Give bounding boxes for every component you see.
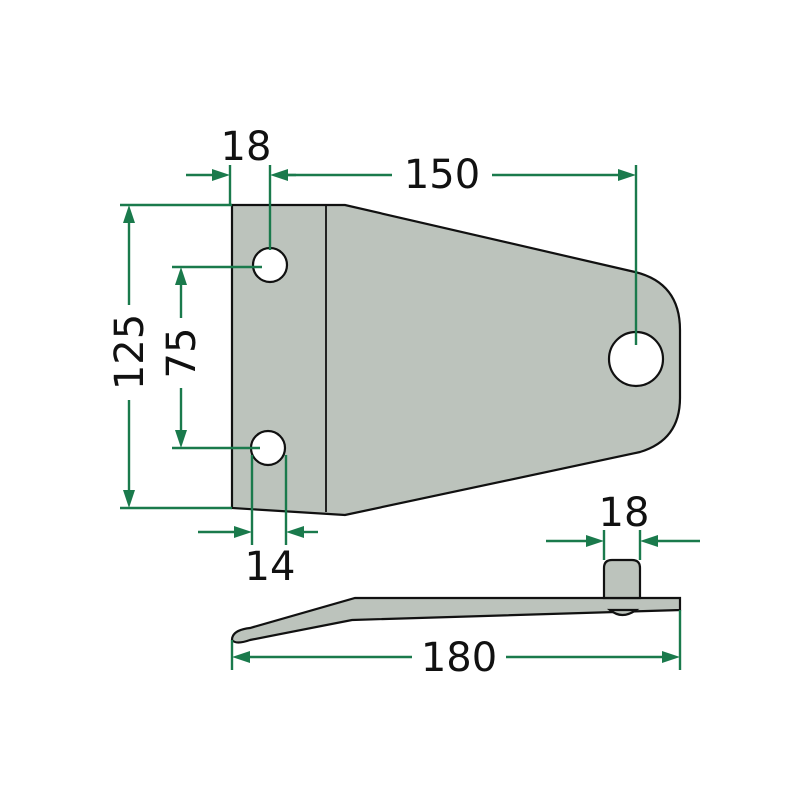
arrowhead [618,169,636,181]
dimension-total-length: 180 [230,610,682,681]
blade-profile [230,596,682,644]
arrowhead [175,267,187,285]
dimension-label-14: 14 [245,544,296,590]
arrowhead [286,526,304,538]
dimension-label-18-top: 18 [221,124,272,170]
dimension-label-180: 180 [421,635,497,681]
dimension-label-18-pin: 18 [599,490,650,536]
blade-top-view [230,203,682,517]
pin-body [602,558,642,600]
blade-plate [230,203,682,517]
arrowhead [234,526,252,538]
pin-head [606,608,640,617]
dimension-hole-diameter: 14 [198,455,318,590]
arrowhead [175,430,187,448]
dimension-total-height: 125 [107,203,232,510]
dimension-bolt-to-pin: 150 [288,152,638,345]
arrowhead [662,651,680,663]
dimension-hole-spacing: 75 [159,265,262,450]
arrowhead [270,169,288,181]
dimension-pin-diameter: 18 [546,490,700,560]
dimension-hole-offset: 18 [186,124,296,250]
upper-bolt-hole [251,246,289,284]
dimension-label-150: 150 [404,152,480,198]
arrowhead [586,535,604,547]
blade-side-view [230,558,682,644]
dimension-label-75: 75 [159,328,205,379]
arrowhead [123,490,135,508]
arrowhead [640,535,658,547]
arrowhead [123,205,135,223]
arrowhead [232,651,250,663]
arrowhead [212,169,230,181]
dimension-label-125: 125 [107,314,153,390]
